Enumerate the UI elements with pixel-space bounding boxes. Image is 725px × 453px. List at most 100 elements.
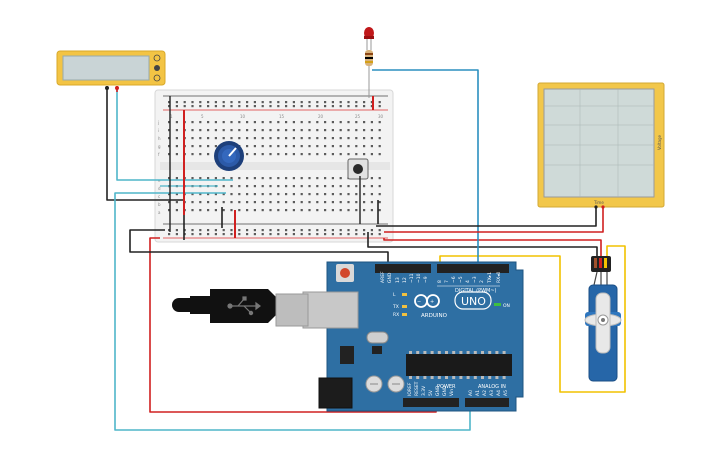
breadboard-hole[interactable] [207, 193, 210, 196]
breadboard-hole[interactable] [339, 105, 342, 108]
breadboard-hole[interactable] [285, 233, 288, 236]
breadboard-hole[interactable] [269, 129, 272, 132]
breadboard-hole[interactable] [277, 137, 280, 140]
breadboard-hole[interactable] [285, 105, 288, 108]
breadboard-hole[interactable] [363, 101, 366, 104]
breadboard-hole[interactable] [316, 193, 319, 196]
breadboard-hole[interactable] [168, 129, 171, 132]
breadboard-hole[interactable] [324, 177, 327, 180]
breadboard-hole[interactable] [285, 193, 288, 196]
breadboard-hole[interactable] [285, 153, 288, 156]
breadboard-hole[interactable] [175, 101, 178, 104]
breadboard-hole[interactable] [230, 201, 233, 204]
breadboard-hole[interactable] [191, 177, 194, 180]
breadboard-hole[interactable] [199, 101, 202, 104]
breadboard-hole[interactable] [300, 129, 303, 132]
breadboard-hole[interactable] [261, 185, 264, 188]
breadboard-hole[interactable] [378, 233, 381, 236]
breadboard-hole[interactable] [191, 229, 194, 232]
breadboard-hole[interactable] [339, 121, 342, 124]
breadboard-hole[interactable] [246, 229, 249, 232]
breadboard-hole[interactable] [285, 177, 288, 180]
breadboard-hole[interactable] [207, 121, 210, 124]
breadboard-hole[interactable] [238, 201, 241, 204]
breadboard-hole[interactable] [246, 101, 249, 104]
breadboard-hole[interactable] [339, 129, 342, 132]
breadboard-hole[interactable] [292, 105, 295, 108]
breadboard-hole[interactable] [199, 145, 202, 148]
breadboard-hole[interactable] [191, 137, 194, 140]
breadboard-hole[interactable] [300, 137, 303, 140]
breadboard-hole[interactable] [253, 101, 256, 104]
breadboard-hole[interactable] [199, 209, 202, 212]
breadboard-hole[interactable] [316, 209, 319, 212]
breadboard-hole[interactable] [207, 233, 210, 236]
breadboard-hole[interactable] [363, 185, 366, 188]
breadboard-hole[interactable] [246, 209, 249, 212]
breadboard-hole[interactable] [214, 121, 217, 124]
breadboard-hole[interactable] [331, 129, 334, 132]
breadboard-hole[interactable] [269, 177, 272, 180]
breadboard-hole[interactable] [222, 129, 225, 132]
breadboard-hole[interactable] [269, 137, 272, 140]
breadboard-hole[interactable] [300, 105, 303, 108]
multimeter[interactable] [56, 50, 166, 90]
breadboard-hole[interactable] [246, 121, 249, 124]
breadboard-hole[interactable] [168, 229, 171, 232]
breadboard-hole[interactable] [324, 229, 327, 232]
breadboard-hole[interactable] [269, 229, 272, 232]
breadboard-hole[interactable] [214, 177, 217, 180]
breadboard-hole[interactable] [300, 145, 303, 148]
breadboard-hole[interactable] [246, 129, 249, 132]
breadboard-hole[interactable] [316, 185, 319, 188]
led-red[interactable] [364, 27, 374, 50]
mode-knob-icon[interactable] [153, 74, 161, 82]
breadboard-hole[interactable] [363, 105, 366, 108]
breadboard-hole[interactable] [277, 233, 280, 236]
push-button[interactable] [347, 158, 369, 180]
breadboard-hole[interactable] [347, 145, 350, 148]
breadboard-hole[interactable] [324, 153, 327, 156]
breadboard-hole[interactable] [347, 185, 350, 188]
potentiometer[interactable] [214, 141, 244, 171]
breadboard-hole[interactable] [168, 193, 171, 196]
breadboard-hole[interactable] [207, 209, 210, 212]
breadboard-hole[interactable] [355, 233, 358, 236]
breadboard-hole[interactable] [214, 137, 217, 140]
breadboard-hole[interactable] [316, 137, 319, 140]
mode-knob-icon[interactable] [154, 65, 160, 71]
breadboard-hole[interactable] [238, 177, 241, 180]
breadboard-hole[interactable] [175, 177, 178, 180]
breadboard-hole[interactable] [222, 229, 225, 232]
breadboard-hole[interactable] [277, 129, 280, 132]
breadboard-hole[interactable] [253, 209, 256, 212]
breadboard-hole[interactable] [238, 105, 241, 108]
breadboard-hole[interactable] [292, 233, 295, 236]
breadboard-hole[interactable] [246, 177, 249, 180]
breadboard-hole[interactable] [207, 229, 210, 232]
breadboard-hole[interactable] [261, 105, 264, 108]
breadboard-hole[interactable] [214, 105, 217, 108]
breadboard-hole[interactable] [308, 121, 311, 124]
breadboard-hole[interactable] [324, 209, 327, 212]
breadboard-hole[interactable] [269, 193, 272, 196]
breadboard-hole[interactable] [355, 153, 358, 156]
breadboard-hole[interactable] [347, 233, 350, 236]
breadboard-hole[interactable] [355, 101, 358, 104]
breadboard-hole[interactable] [285, 145, 288, 148]
breadboard-hole[interactable] [370, 201, 373, 204]
breadboard-hole[interactable] [347, 101, 350, 104]
breadboard-hole[interactable] [207, 153, 210, 156]
breadboard-hole[interactable] [277, 105, 280, 108]
breadboard-hole[interactable] [253, 129, 256, 132]
breadboard-hole[interactable] [191, 145, 194, 148]
breadboard-hole[interactable] [222, 185, 225, 188]
breadboard-hole[interactable] [230, 193, 233, 196]
breadboard-hole[interactable] [331, 101, 334, 104]
breadboard-hole[interactable] [331, 185, 334, 188]
breadboard-hole[interactable] [324, 201, 327, 204]
breadboard-hole[interactable] [324, 137, 327, 140]
breadboard-hole[interactable] [230, 129, 233, 132]
breadboard-hole[interactable] [339, 101, 342, 104]
breadboard-hole[interactable] [199, 201, 202, 204]
